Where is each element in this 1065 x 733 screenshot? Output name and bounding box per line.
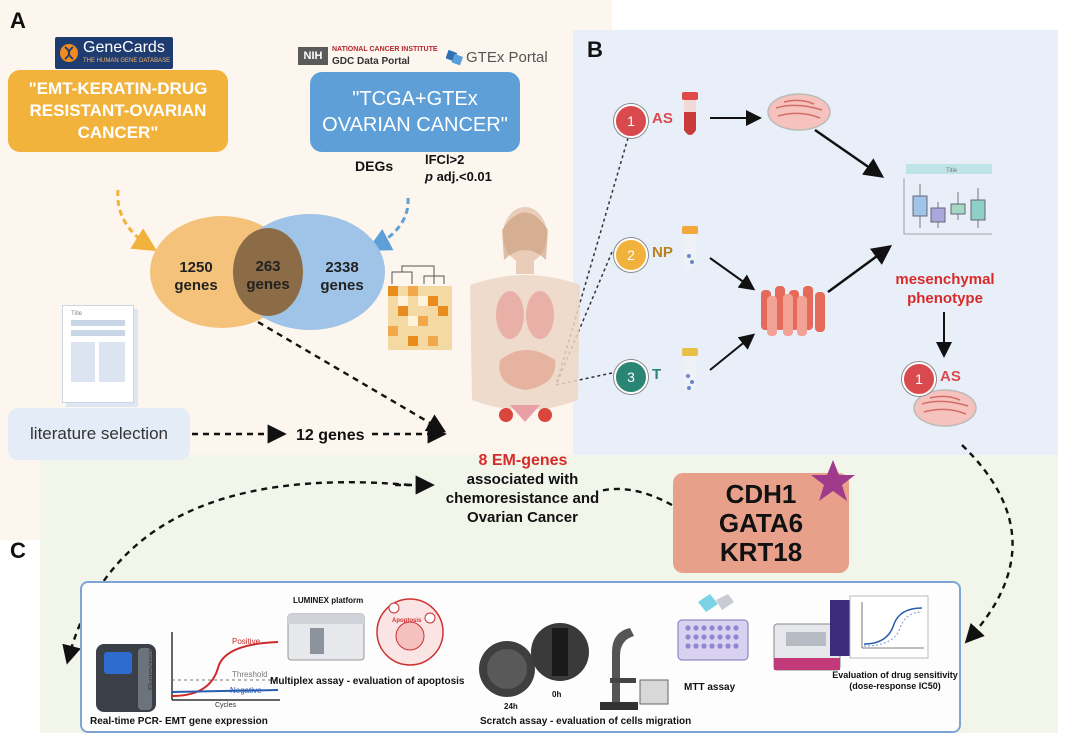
luminex-machine-icon <box>287 613 365 661</box>
sample-label-t: T <box>652 366 662 383</box>
document-icon: Title <box>62 305 134 403</box>
petri-dish-result-icon <box>913 389 977 427</box>
literature-selection-box: literature selection <box>8 408 190 460</box>
mtt-caption: MTT assay <box>684 682 736 693</box>
genecards-query-line: RESISTANT-OVARIAN <box>29 101 207 120</box>
sample-number-badge: 2 <box>614 238 648 272</box>
literature-gene-count: 12 genes <box>296 427 365 444</box>
qpcr-machine-icon <box>96 644 156 712</box>
luminex-label: LUMINEX platform <box>293 596 364 605</box>
gene-name: GATA6 <box>718 507 804 538</box>
gtex-logo-mark <box>446 50 464 66</box>
gene-list-box: CDH1 GATA6 KRT18 <box>673 473 849 573</box>
genecards-query-line: CANCER" <box>77 123 159 142</box>
sample-number-badge: 1 <box>614 104 648 138</box>
fold-change-threshold: lFCl>2 <box>425 152 465 167</box>
em-genes-description: associated with chemoresistance and Ovar… <box>445 471 600 526</box>
mesenchymal-phenotype-label: mesenchymal phenotype <box>895 271 995 307</box>
dna-icon <box>60 44 78 62</box>
tumor-tube-icon <box>682 348 698 391</box>
gdc-portal-name: GDC Data Portal <box>332 56 410 67</box>
gene-name: KRT18 <box>719 536 803 567</box>
np-tube-icon <box>682 226 698 269</box>
degs-label: DEGs <box>355 158 394 174</box>
multiplex-caption: Multiplex assay - evaluation of apoptosi… <box>270 676 465 687</box>
scratch-0h-label: 0h <box>552 690 562 699</box>
panel-b-label: B <box>587 37 603 62</box>
ascites-tube-icon <box>682 92 698 135</box>
genecards-query-box: "EMT-KERATIN-DRUG RESISTANT-OVARIAN CANC… <box>8 70 228 152</box>
genecards-title: GeneCards <box>83 39 165 56</box>
nih-logo: NIH <box>298 47 328 65</box>
qpcr-caption: Real-time PCR- EMT gene expression <box>90 716 268 727</box>
boxplot-title: Title <box>946 168 958 174</box>
nci-name: NATIONAL CANCER INSTITUTE <box>332 46 438 53</box>
mtt-plate-icon <box>677 594 749 661</box>
sample-label-np: NP <box>652 244 673 261</box>
pvalue-threshold: p adj.<0.01 <box>425 169 492 184</box>
sample-label-as: AS <box>652 110 673 127</box>
genecards-logo: GeneCards THE HUMAN GENE DATABASE <box>55 37 173 69</box>
venn-diagram <box>150 214 385 330</box>
petri-dish-icon <box>767 93 831 131</box>
boxplot-icon: Title <box>903 164 992 235</box>
drug-sensitivity-caption: Evaluation of drug sensitivity (dose-res… <box>832 670 958 691</box>
scratch-caption: Scratch assay - evaluation of cells migr… <box>480 716 692 727</box>
apoptosis-cell-icon <box>376 598 444 666</box>
result-label-as: AS <box>940 368 961 385</box>
qpcr-negative-label: Negative <box>230 686 262 695</box>
qpcr-y-axis-label: Fluorescence <box>148 647 155 690</box>
scratch-24h-image <box>479 641 535 697</box>
qpcr-curve-chart <box>171 632 280 701</box>
culture-tubes-icon <box>761 286 825 336</box>
qpcr-threshold-label: Threshold <box>232 670 268 679</box>
panel-c-label: C <box>10 538 26 563</box>
sample-number-badge: 3 <box>614 360 648 394</box>
genecards-subtitle: THE HUMAN GENE DATABASE <box>83 58 171 64</box>
scratch-0h-image <box>531 623 589 681</box>
apoptosis-label: Apoptosis <box>392 618 422 624</box>
scratch-24h-label: 24h <box>504 702 518 711</box>
dose-response-chart-icon <box>830 595 929 659</box>
tcga-query-line: "TCGA+GTEx <box>352 88 478 110</box>
tcga-query-line: OVARIAN CANCER" <box>322 114 508 136</box>
qpcr-positive-label: Positive <box>232 637 261 646</box>
gtex-logo: GTEx Portal <box>466 49 548 66</box>
em-genes-title: 8 EM-genes <box>478 452 568 469</box>
qpcr-x-axis-label: Cycles <box>215 702 237 709</box>
genecards-query-line: "EMT-KERATIN-DRUG <box>28 79 208 98</box>
plate-reader-icon <box>773 623 841 671</box>
heatmap-icon <box>388 265 452 350</box>
panel-a-label: A <box>10 8 26 33</box>
microscope-icon <box>600 628 669 710</box>
gene-name: CDH1 <box>725 478 797 509</box>
tcga-query-box: "TCGA+GTEx OVARIAN CANCER" <box>310 72 520 152</box>
result-number-badge: 1 <box>902 362 936 396</box>
female-body-illustration <box>470 207 580 422</box>
star-icon <box>811 460 855 501</box>
